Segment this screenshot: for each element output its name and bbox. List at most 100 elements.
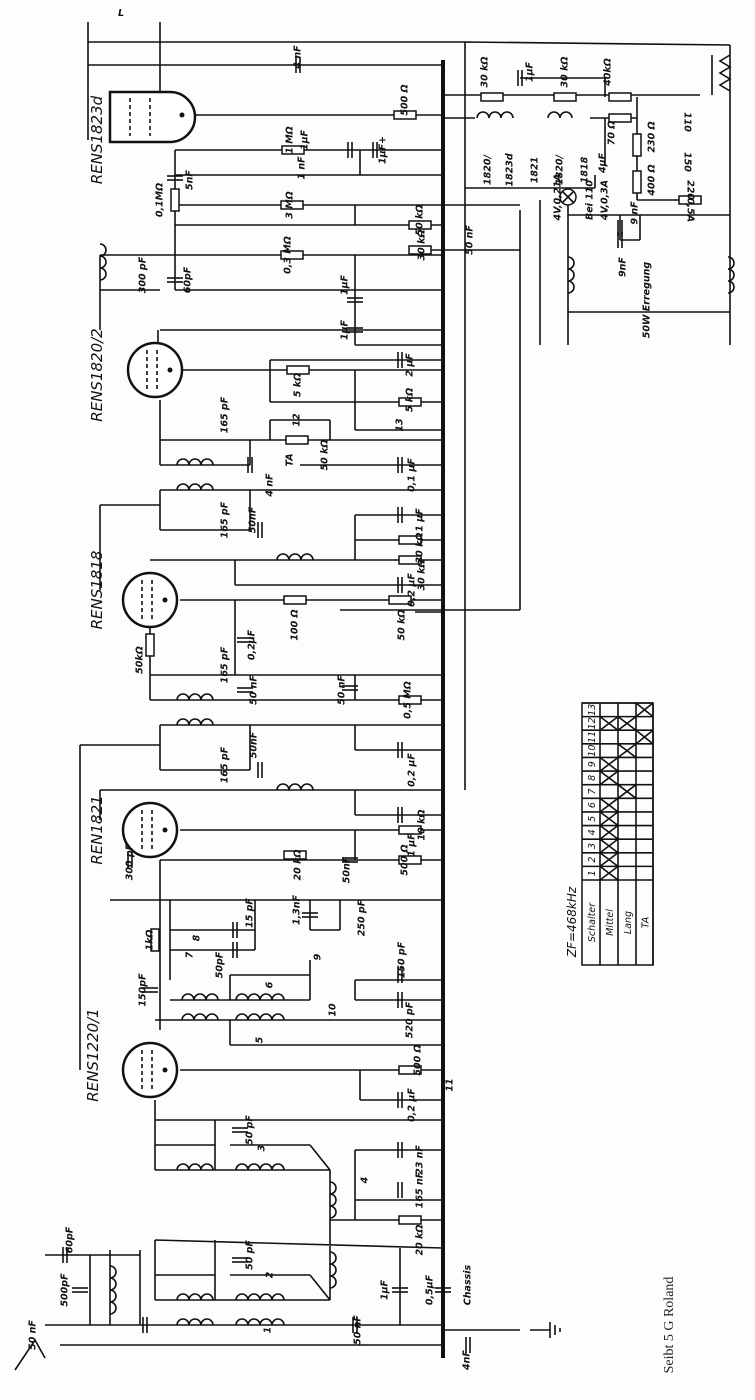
tube-label: REN1821 [88,795,106,864]
component-value-label: 30 kΩ [480,57,491,88]
capacitor [465,1337,471,1353]
capacitor [237,637,253,643]
component-value-label: 30 kΩ [560,57,571,88]
coil [176,483,214,491]
component-value-label: 0,2 µF [407,753,418,787]
resistor [398,555,422,565]
component-value-label: 1µF [380,1279,391,1300]
resistor [632,170,642,194]
component-value-label: 50 kΩ [397,610,408,641]
component-value-label: 23 nF [415,1145,426,1175]
capacitor [342,685,358,691]
component-value-label: 300 pF [138,256,149,293]
capacitor [397,1092,403,1108]
component-value-label: 12 [292,413,303,427]
cross-mark-icon [599,852,619,868]
component-value-label: 165 nF [415,1171,426,1208]
switch-number: 10 [587,745,598,757]
coil [181,1013,219,1021]
component-value-label: 50nF [248,506,259,533]
coil [567,256,575,294]
capacitor [397,352,403,368]
capacitor [517,70,523,86]
cross-mark-icon [599,824,619,840]
antenna-icon [14,1338,46,1371]
capacitor [167,277,183,283]
cross-mark-icon [635,702,654,718]
component-value-label: 60pF [183,266,194,293]
resistor [398,695,422,705]
component-value-label: 110 [682,112,693,132]
switch-number: 4 [587,829,598,835]
cross-mark-icon [617,784,637,799]
component-value-label: 10 [328,1003,339,1017]
component-value-label: 4µF [598,152,609,174]
component-value-label: 4 nF [265,473,276,498]
resistor [398,397,422,407]
component-value-label: 5 kΩ [405,388,416,412]
resistor [632,133,642,157]
component-value-label: 1 nF [297,156,308,180]
component-value-label: 0,1MΩ [155,183,166,217]
component-value-label: 7 [185,951,196,958]
component-value-label: 30 kΩ [417,230,428,261]
cross-mark-icon [617,743,637,759]
component-value-label: 50 nF [337,675,348,705]
resistor [281,145,305,155]
component-value-label: 50kΩ [135,646,146,674]
capacitor [397,1142,403,1158]
capacitor [397,1182,403,1198]
component-value-label: 1,3nF [292,894,303,925]
component-value-label: 400 Ω [647,164,658,196]
coil [547,111,573,119]
component-value-label: 150 [682,152,693,172]
capacitor [372,142,378,158]
component-value-label: 9 nF [630,201,641,225]
capacitor [237,687,253,693]
coil [276,783,314,791]
component-value-label: 100 Ω [290,609,301,640]
table-row-label: Mittel [605,909,616,936]
component-value-label: 15 pF [245,898,256,928]
lamp-cross [561,190,575,204]
resistor [608,92,632,102]
component-value-label: 3 [257,1144,268,1151]
cross-mark-icon [599,811,619,827]
capacitor [347,142,353,158]
capacitor [127,852,133,868]
switch-number: 9 [587,761,598,767]
coil [235,1013,285,1021]
switch-number: 11 [587,731,598,743]
cross-mark-icon [599,797,619,813]
table-header: Schalter [587,902,598,942]
resistor [398,1215,422,1225]
caption: Seibt 5 G Roland [662,1277,677,1374]
resistor [553,92,577,102]
component-value-label: 165 pF [220,396,231,433]
switch-number: 8 [587,775,598,781]
component-value-label: 30 kΩ [417,560,428,591]
component-value-label: 1µF [525,61,536,82]
component-value-label: 40kΩ [603,58,614,87]
wire-paths [45,22,731,1346]
capacitor [72,1287,88,1293]
capacitor [142,1317,148,1333]
component-value-label: 50 pF [245,1240,256,1270]
component-value-label: 500 Ω [413,1044,424,1075]
ground-icon [530,1322,561,1338]
resistor [170,188,180,212]
component-value-label: 60pF [65,1226,76,1253]
resistor [608,113,632,123]
capacitor [352,1317,358,1333]
component-value-label: 1 µF [407,833,418,857]
capacitor [257,522,263,538]
component-value-label: 50 kΩ [320,440,331,471]
resistor [388,595,412,605]
coil [235,1163,285,1171]
coil [176,1318,214,1326]
resistor [398,535,422,545]
resistor [408,220,432,230]
component-value-label: 5 kΩ [293,373,304,397]
